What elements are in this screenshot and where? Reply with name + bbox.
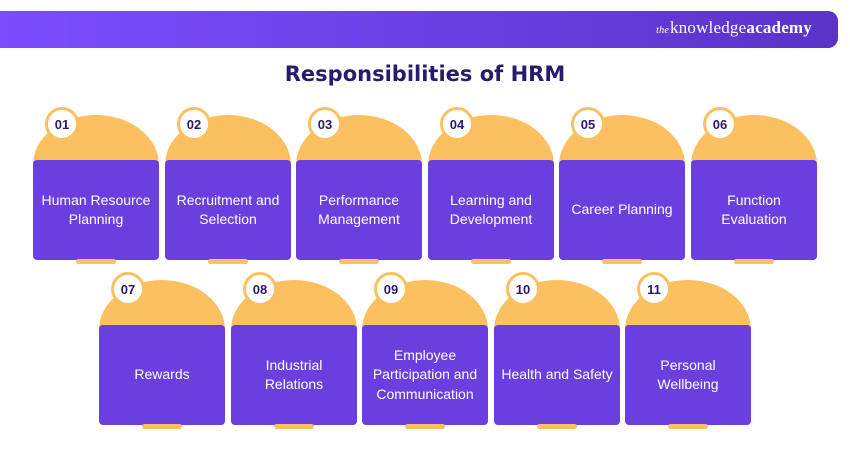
- card-number: 03: [308, 107, 342, 141]
- card-11: Personal Wellbeing 11: [625, 272, 751, 429]
- card-label: Career Planning: [571, 201, 673, 218]
- card-number: 01: [45, 107, 79, 141]
- card-tab: [537, 424, 577, 429]
- card-label: Personal Wellbeing: [657, 356, 719, 393]
- card-body: Employee Participation and Communication: [362, 325, 488, 425]
- card-body: Human Resource Planning: [33, 160, 159, 260]
- card-body: Rewards: [99, 325, 225, 425]
- card-tab: [405, 424, 445, 429]
- card-label: Recruitment and Selection: [176, 191, 280, 228]
- card-tab: [274, 424, 314, 429]
- card-label: Employee Participation and Communication: [372, 346, 478, 402]
- card-label: Learning and Development: [449, 191, 533, 228]
- card-body: Recruitment and Selection: [165, 160, 291, 260]
- card-08: Industrial Relations 08: [231, 272, 357, 429]
- card-tab: [76, 259, 116, 264]
- card-body: Performance Management: [296, 160, 422, 260]
- card-tab: [602, 259, 642, 264]
- card-03: Performance Management 03: [296, 107, 422, 264]
- card-tab: [734, 259, 774, 264]
- card-label: Health and Safety: [501, 366, 613, 383]
- card-tab: [208, 259, 248, 264]
- card-06: Function Evaluation 06: [691, 107, 817, 264]
- brand-logo: theknowledgeacademy: [656, 18, 812, 37]
- card-label: Human Resource Planning: [41, 191, 151, 228]
- card-tab: [339, 259, 379, 264]
- card-label: Function Evaluation: [721, 191, 787, 228]
- card-tab: [142, 424, 182, 429]
- card-10: Health and Safety 10: [494, 272, 620, 429]
- card-body: Function Evaluation: [691, 160, 817, 260]
- card-tab: [471, 259, 511, 264]
- card-02: Recruitment and Selection 02: [165, 107, 291, 264]
- page-title: Responsibilities of HRM: [284, 62, 566, 86]
- header-banner: theknowledgeacademy: [0, 11, 838, 48]
- card-number: 10: [506, 272, 540, 306]
- card-05: Career Planning 05: [559, 107, 685, 264]
- card-body: Industrial Relations: [231, 325, 357, 425]
- card-label: Rewards: [134, 366, 190, 383]
- card-body: Learning and Development: [428, 160, 554, 260]
- card-01: Human Resource Planning 01: [33, 107, 159, 264]
- card-number: 02: [177, 107, 211, 141]
- card-body: Career Planning: [559, 160, 685, 260]
- card-04: Learning and Development 04: [428, 107, 554, 264]
- card-number: 05: [571, 107, 605, 141]
- card-number: 08: [243, 272, 277, 306]
- card-09: Employee Participation and Communication…: [362, 272, 488, 429]
- card-number: 07: [111, 272, 145, 306]
- card-number: 11: [637, 272, 671, 306]
- card-number: 06: [703, 107, 737, 141]
- card-number: 09: [374, 272, 408, 306]
- card-label: Performance Management: [318, 191, 400, 228]
- card-label: Industrial Relations: [264, 356, 324, 393]
- card-tab: [668, 424, 708, 429]
- card-07: Rewards 07: [99, 272, 225, 429]
- card-number: 04: [440, 107, 474, 141]
- card-body: Health and Safety: [494, 325, 620, 425]
- card-body: Personal Wellbeing: [625, 325, 751, 425]
